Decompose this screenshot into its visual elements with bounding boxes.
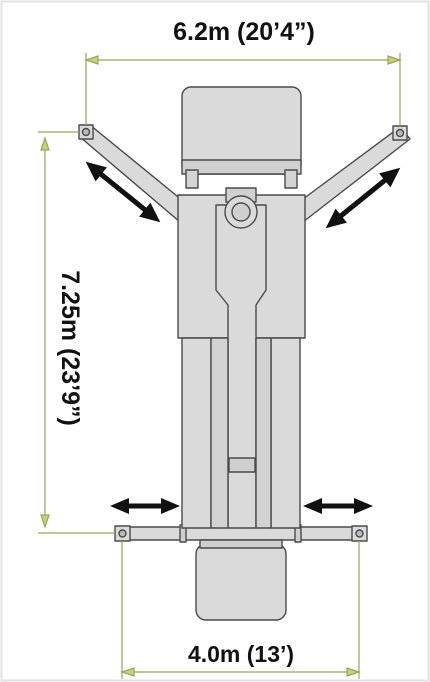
rear-counterweight (195, 543, 287, 621)
machine-body (78, 86, 411, 621)
right-side-rail (270, 337, 301, 529)
length-label: 7.25m (23’9”) (56, 270, 84, 426)
front-right-extend-arrow (325, 167, 401, 229)
movement-arrows (85, 161, 401, 514)
width-label: 6.2m (20’4”) (173, 18, 315, 46)
front-left-extend-arrow (85, 161, 161, 223)
left-side-rail (181, 337, 212, 529)
rear-outrigger-beam (121, 526, 361, 541)
rear-left-extend-arrow (110, 498, 180, 514)
rear-right-extend-arrow (303, 498, 373, 514)
track-label: 4.0m (13’) (188, 641, 294, 667)
dimension-lines (38, 53, 402, 679)
